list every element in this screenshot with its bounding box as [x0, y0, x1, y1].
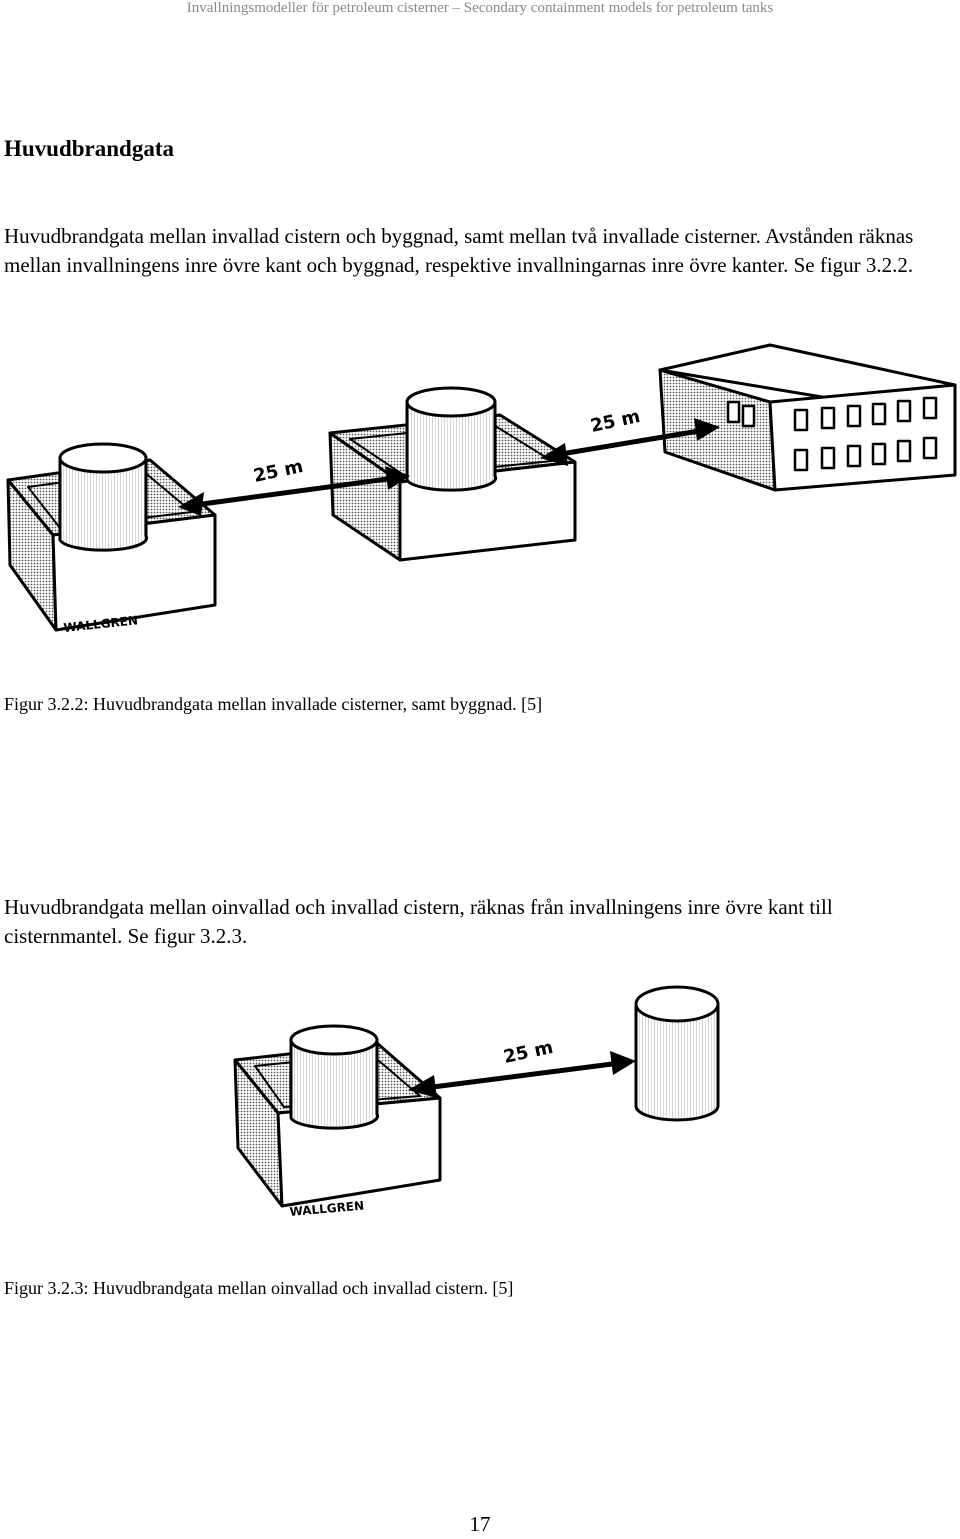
distance-arrow: [408, 1051, 636, 1098]
running-header: Invallningsmodeller för petroleum cister…: [186, 0, 774, 16]
left-bunded-tank: [6, 442, 217, 632]
distance-label: 25 m: [502, 1037, 555, 1068]
page-number: 17: [469, 1512, 491, 1536]
middle-bunded-tank: [328, 386, 577, 562]
unbunded-tank: [634, 985, 720, 1122]
figure-3-2-3: 25 m WALLGREN: [233, 985, 720, 1219]
artist-signature: WALLGREN: [289, 1199, 365, 1219]
figure-3-2-3-caption: Figur 3.2.3: Huvudbrandgata mellan oinva…: [4, 1278, 514, 1298]
figure-3-2-2: 25 m 25 m WALLGREN: [6, 343, 957, 635]
building: [658, 343, 957, 492]
distance-label-right: 25 m: [589, 406, 642, 437]
distance-arrow-left: [178, 466, 410, 516]
distance-label-left: 25 m: [252, 456, 305, 487]
distance-arrow-right: [540, 418, 720, 466]
figure-3-2-2-caption: Figur 3.2.2: Huvudbrandgata mellan inval…: [4, 694, 543, 714]
section-heading: Huvudbrandgata: [4, 136, 175, 161]
paragraph-main-fire-lane-buildings: Huvudbrandgata mellan invallad cistern o…: [4, 224, 914, 277]
paragraph-unbunded-tank: Huvudbrandgata mellan oinvallad och inva…: [4, 895, 833, 948]
bunded-tank: [233, 1024, 442, 1208]
